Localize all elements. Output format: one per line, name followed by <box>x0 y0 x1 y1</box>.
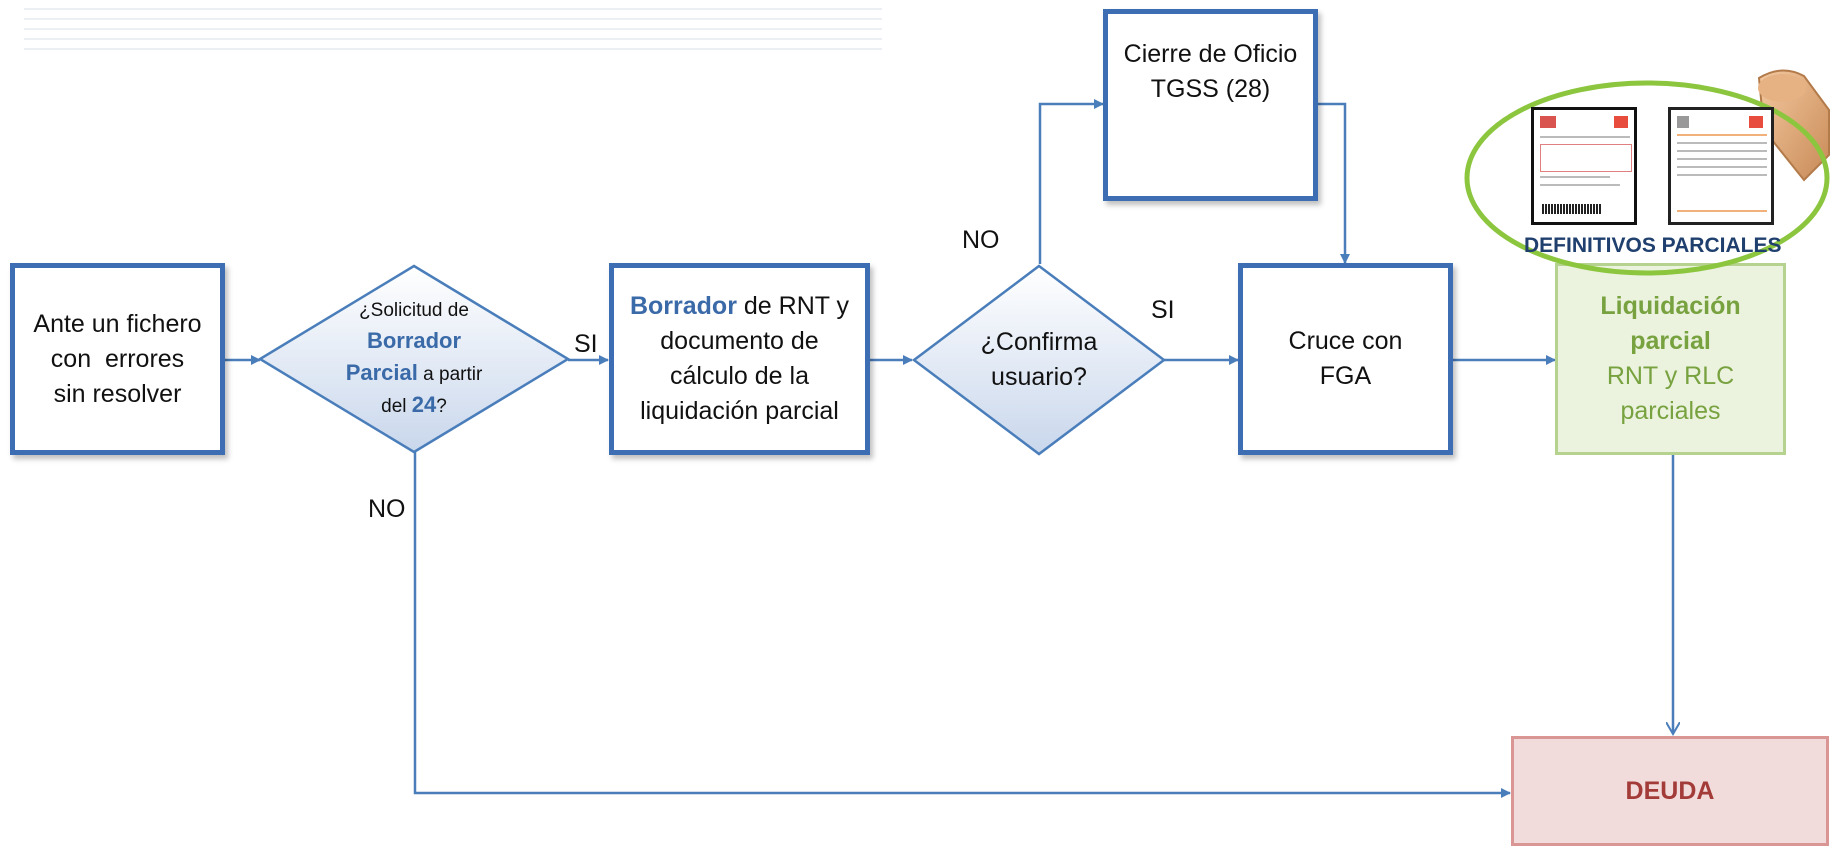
decorative-rule <box>24 8 882 10</box>
cross-fga-node: Cruce con FGA <box>1238 263 1453 455</box>
decorative-rule <box>24 18 882 20</box>
closure-node: Cierre de Oficio TGSS (28) <box>1103 9 1318 201</box>
edge-label-no-2: NO <box>962 226 1000 254</box>
start-node-text: Ante un fichero con errores sin resolver <box>33 307 201 412</box>
decorative-rule <box>24 38 882 40</box>
decision1-line-4-pre: del <box>381 396 412 417</box>
draft-line-3: cálculo de la <box>670 362 809 390</box>
decision2-line-2: usuario? <box>991 363 1087 391</box>
liquidation-line-1: Liquidación <box>1600 292 1741 320</box>
decision1-line-3-rest: a partir <box>417 364 483 385</box>
cross-line-1: Cruce con <box>1288 327 1403 355</box>
decision2-text: ¿Confirma usuario? <box>981 325 1098 395</box>
decorative-rule <box>24 48 882 50</box>
closure-line-2: TGSS (28) <box>1150 75 1271 103</box>
stamp-label: DEFINITIVOS PARCIALES <box>1524 234 1782 257</box>
cross-line-2: FGA <box>1319 362 1372 390</box>
draft-node: Borrador de RNT y documento de cálculo d… <box>609 263 870 455</box>
edge-label-no-1: NO <box>368 495 406 523</box>
edge-decision1-to-debt <box>413 452 1511 798</box>
draft-line-4: liquidación parcial <box>640 397 839 425</box>
decision-partial-draft: ¿Solicitud de Borrador Parcial a partir … <box>257 264 571 454</box>
draft-node-text: Borrador de RNT y documento de cálculo d… <box>630 289 849 429</box>
decision1-line-1: ¿Solicitud de <box>359 300 469 321</box>
draft-line-2: documento de <box>660 327 819 355</box>
edge-decision2-to-closure <box>1038 99 1104 264</box>
cross-node-text: Cruce con FGA <box>1289 324 1403 394</box>
liquidation-line-4: parciales <box>1620 397 1721 425</box>
decision1-line-3-bold: Parcial <box>345 360 418 385</box>
start-node: Ante un fichero con errores sin resolver <box>10 263 225 455</box>
start-line-2: con errores <box>50 344 185 373</box>
document-thumbnail-rnt <box>1531 107 1637 225</box>
decision1-line-4-post: ? <box>436 396 447 417</box>
document-thumbnail-rlc <box>1668 107 1774 225</box>
draft-line-1-rest: de RNT y <box>736 292 850 320</box>
closure-line-1: Cierre de Oficio <box>1123 40 1298 68</box>
decision-user-confirm: ¿Confirma usuario? <box>911 264 1167 456</box>
decision1-text: ¿Solicitud de Borrador Parcial a partir … <box>346 296 483 422</box>
decision1-line-2: Borrador <box>366 328 462 353</box>
start-line-3: sin resolver <box>53 379 182 408</box>
debt-node: DEUDA <box>1511 736 1829 846</box>
liquidation-line-2: parcial <box>1630 327 1711 355</box>
decision2-line-1: ¿Confirma <box>980 328 1098 356</box>
liquidation-node: Liquidación parcial RNT y RLC parciales <box>1555 263 1786 455</box>
edge-label-si-1: SI <box>574 330 598 358</box>
stamp-ellipse <box>1464 80 1830 276</box>
decision1-line-4-bold: 24 <box>411 392 437 417</box>
liquidation-line-3: RNT y RLC <box>1606 362 1735 390</box>
edge-label-si-2: SI <box>1151 296 1175 324</box>
closure-node-text: Cierre de Oficio TGSS (28) <box>1124 37 1298 107</box>
start-line-1: Ante un fichero <box>33 309 202 338</box>
decorative-rule <box>24 28 882 30</box>
draft-line-1-bold: Borrador <box>629 292 737 320</box>
debt-label: DEUDA <box>1625 776 1715 805</box>
